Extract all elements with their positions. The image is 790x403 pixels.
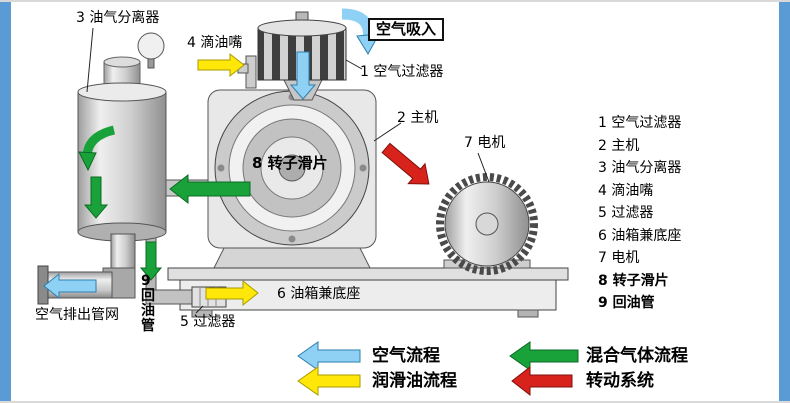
rotation-arrow: [381, 142, 430, 185]
legend-oil-label: 润滑油流程: [372, 371, 457, 391]
parts-list-item: 5 过滤器: [598, 205, 654, 221]
parts-list-item: 6 油箱兼底座: [598, 227, 682, 244]
air-intake-label: 空气吸入: [368, 18, 445, 42]
legend-mixed-gas-label: 混合气体流程: [586, 346, 688, 366]
mixed-gas-curve-arrowhead: [78, 151, 97, 172]
motor-gear: [436, 173, 538, 275]
oil-dripper-arrow: [197, 52, 245, 78]
oil-dripper: [237, 55, 257, 89]
mixed-gas-down-arrow: [83, 176, 109, 219]
rotor-vane-label: 8 转子滑片: [252, 154, 328, 172]
parts-list-item: 4 滴油嘴: [598, 182, 654, 199]
parts-list-item: 8 转子滑片: [598, 272, 669, 289]
mixed-gas-left-arrow: [169, 173, 251, 205]
main-unit: [207, 89, 377, 249]
legend-air-label: 空气流程: [372, 346, 440, 366]
air-filter-label: 1 空气过滤器: [360, 64, 444, 80]
legend-rotation-label: 转动系统: [586, 371, 654, 391]
oil-base-arrow: [205, 279, 259, 307]
parts-list-item: 3 油气分离器: [598, 160, 682, 176]
air-down-arrow: [289, 51, 317, 100]
legend-oil-arrow: [297, 366, 361, 396]
gauge-icon: [137, 32, 165, 60]
legend-air-arrow: [297, 341, 361, 371]
motor-label: 7 电机: [464, 135, 506, 151]
oil-return-label: 9回油管: [141, 273, 155, 335]
discharge-pipe: [37, 233, 136, 305]
parts-list-item: 2 主机: [598, 137, 640, 154]
filter-label: 5 过滤器: [180, 314, 236, 330]
air-discharge-arrow: [43, 272, 97, 300]
right-border-bar: [779, 2, 790, 401]
leader-lines: [86, 27, 490, 314]
dripper-label: 4 滴油嘴: [187, 35, 243, 51]
oil-return-down-arrow: [139, 241, 163, 281]
legend-rotation-arrow: [511, 365, 573, 397]
parts-list-item: 9 回油管: [598, 295, 655, 311]
parts-list-item: 1 空气过滤器: [598, 115, 682, 131]
parts-list: 1 空气过滤器 2 主机 3 油气分离器 4 滴油嘴 5 过滤器 6 油箱兼底座…: [598, 112, 681, 315]
main-unit-label: 2 主机: [397, 110, 439, 126]
separator-label: 3 油气分离器: [76, 10, 160, 26]
left-border-bar: [0, 2, 11, 401]
oil-tank-base-label: 6 油箱兼底座: [277, 286, 361, 302]
parts-list-item: 7 电机: [598, 250, 640, 266]
legend-mixed-gas-arrow: [509, 341, 579, 371]
air-discharge-label: 空气排出管网: [35, 307, 119, 323]
